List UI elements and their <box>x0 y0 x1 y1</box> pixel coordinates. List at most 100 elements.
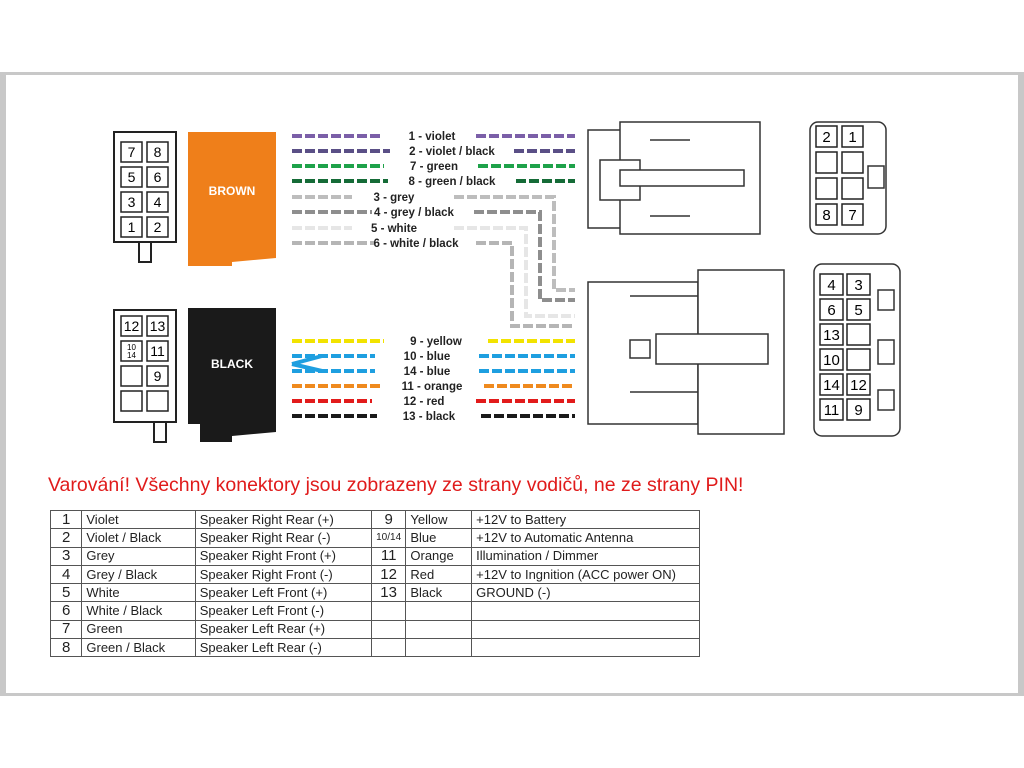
frame-right <box>1018 72 1024 696</box>
cell-func: Speaker Left Front (-) <box>194 601 372 621</box>
cell-color: White / Black <box>81 601 196 621</box>
pin-cell <box>846 298 871 321</box>
cell-n2 <box>370 619 407 640</box>
wire-line <box>292 195 575 292</box>
cell-color: Green <box>81 619 196 640</box>
cell-func2 <box>471 619 700 640</box>
cell-n2 <box>370 638 407 658</box>
pin-cell <box>120 365 143 387</box>
pin-cell <box>120 141 143 163</box>
wire-label: 6 - white / black <box>374 238 460 250</box>
pin-number: 3 <box>128 194 136 210</box>
pin-number: 2 <box>154 219 162 235</box>
cell-color2: Red <box>405 564 473 585</box>
wire-label: 5 - white <box>371 223 417 235</box>
pin-number: 8 <box>822 207 830 224</box>
pin-number: 11 <box>150 343 165 359</box>
pin-number: 5 <box>128 169 136 185</box>
cell-color: Grey / Black <box>81 564 196 585</box>
wire-line <box>292 241 575 328</box>
cell-n: 7 <box>49 619 83 640</box>
pin-cell <box>846 323 871 346</box>
pin-cell <box>146 390 169 412</box>
wire-label: 7 - green <box>410 161 458 173</box>
cell-func: Speaker Right Rear (-) <box>194 528 372 548</box>
pin-number: 10 <box>127 343 136 352</box>
cell-n: 3 <box>49 546 83 566</box>
brown-label: BROWN <box>209 184 256 198</box>
pin-cell <box>120 166 143 188</box>
cell-n2: 10/14 <box>370 528 407 548</box>
pin-cell <box>819 373 844 396</box>
cell-color: Green / Black <box>81 638 196 658</box>
cell-func2: +12V to Ingnition (ACC power ON) <box>471 564 700 585</box>
pin-cell <box>146 191 169 213</box>
wire-label: 9 - yellow <box>410 336 462 348</box>
black-label: BLACK <box>211 357 253 371</box>
pin-number: 9 <box>154 368 162 384</box>
right-bottom-face <box>813 263 901 437</box>
pin-cell <box>841 151 864 174</box>
cell-color2 <box>405 638 473 658</box>
blue-fork <box>291 354 323 373</box>
pin-cell <box>815 177 838 200</box>
pin-cell <box>819 298 844 321</box>
cell-func2: +12V to Automatic Antenna <box>471 528 700 548</box>
cell-func: Speaker Left Front (+) <box>194 583 372 603</box>
pin-cell <box>815 203 838 226</box>
black-housing: BLACK <box>188 308 276 442</box>
pin-number: 9 <box>854 402 862 419</box>
pin-number: 4 <box>827 277 835 294</box>
wire-label: 3 - grey <box>374 192 416 204</box>
wire-line <box>292 210 575 302</box>
cell-n: 4 <box>49 564 83 585</box>
cell-func: Speaker Left Rear (+) <box>194 619 372 640</box>
cell-func: Speaker Right Front (-) <box>194 564 372 585</box>
cell-n2: 12 <box>370 564 407 585</box>
pin-number: 8 <box>154 144 162 160</box>
cell-func: Speaker Right Rear (+) <box>194 509 372 530</box>
pin-number: 13 <box>150 318 166 334</box>
pin-cell <box>841 125 864 148</box>
pin-number: 6 <box>827 302 835 319</box>
wire-label: 4 - grey / black <box>374 207 455 219</box>
cell-n: 1 <box>49 509 83 530</box>
cell-color2: Yellow <box>405 509 473 530</box>
pin-cell <box>146 315 169 337</box>
pin-number: 4 <box>154 194 162 210</box>
brown-housing: BROWN <box>188 132 276 266</box>
wire-label: 14 - blue <box>404 366 451 378</box>
cell-n2: 11 <box>370 546 407 566</box>
pin-cell <box>120 191 143 213</box>
pin-number: 11 <box>824 402 840 419</box>
cell-func: Speaker Right Front (+) <box>194 546 372 566</box>
wire-line <box>292 226 575 318</box>
pin-cell <box>815 151 838 174</box>
warning-text: Varování! Všechny konektory jsou zobraze… <box>48 474 744 496</box>
pin-number: 5 <box>854 302 862 319</box>
black-plug-outline <box>113 309 177 443</box>
wire-label: 10 - blue <box>404 351 451 363</box>
pin-number: 2 <box>822 129 830 146</box>
cell-func2 <box>471 638 700 658</box>
right-top-face <box>809 121 887 235</box>
frame-left <box>0 72 6 696</box>
pin-number: 12 <box>850 377 867 394</box>
pin-number: 14 <box>127 351 136 360</box>
pin-cell <box>841 203 864 226</box>
frame <box>0 72 1024 696</box>
pin-cell <box>120 390 143 412</box>
cell-n: 2 <box>49 528 83 548</box>
pin-number: 10 <box>823 352 840 369</box>
cell-color2: Black <box>405 583 473 603</box>
